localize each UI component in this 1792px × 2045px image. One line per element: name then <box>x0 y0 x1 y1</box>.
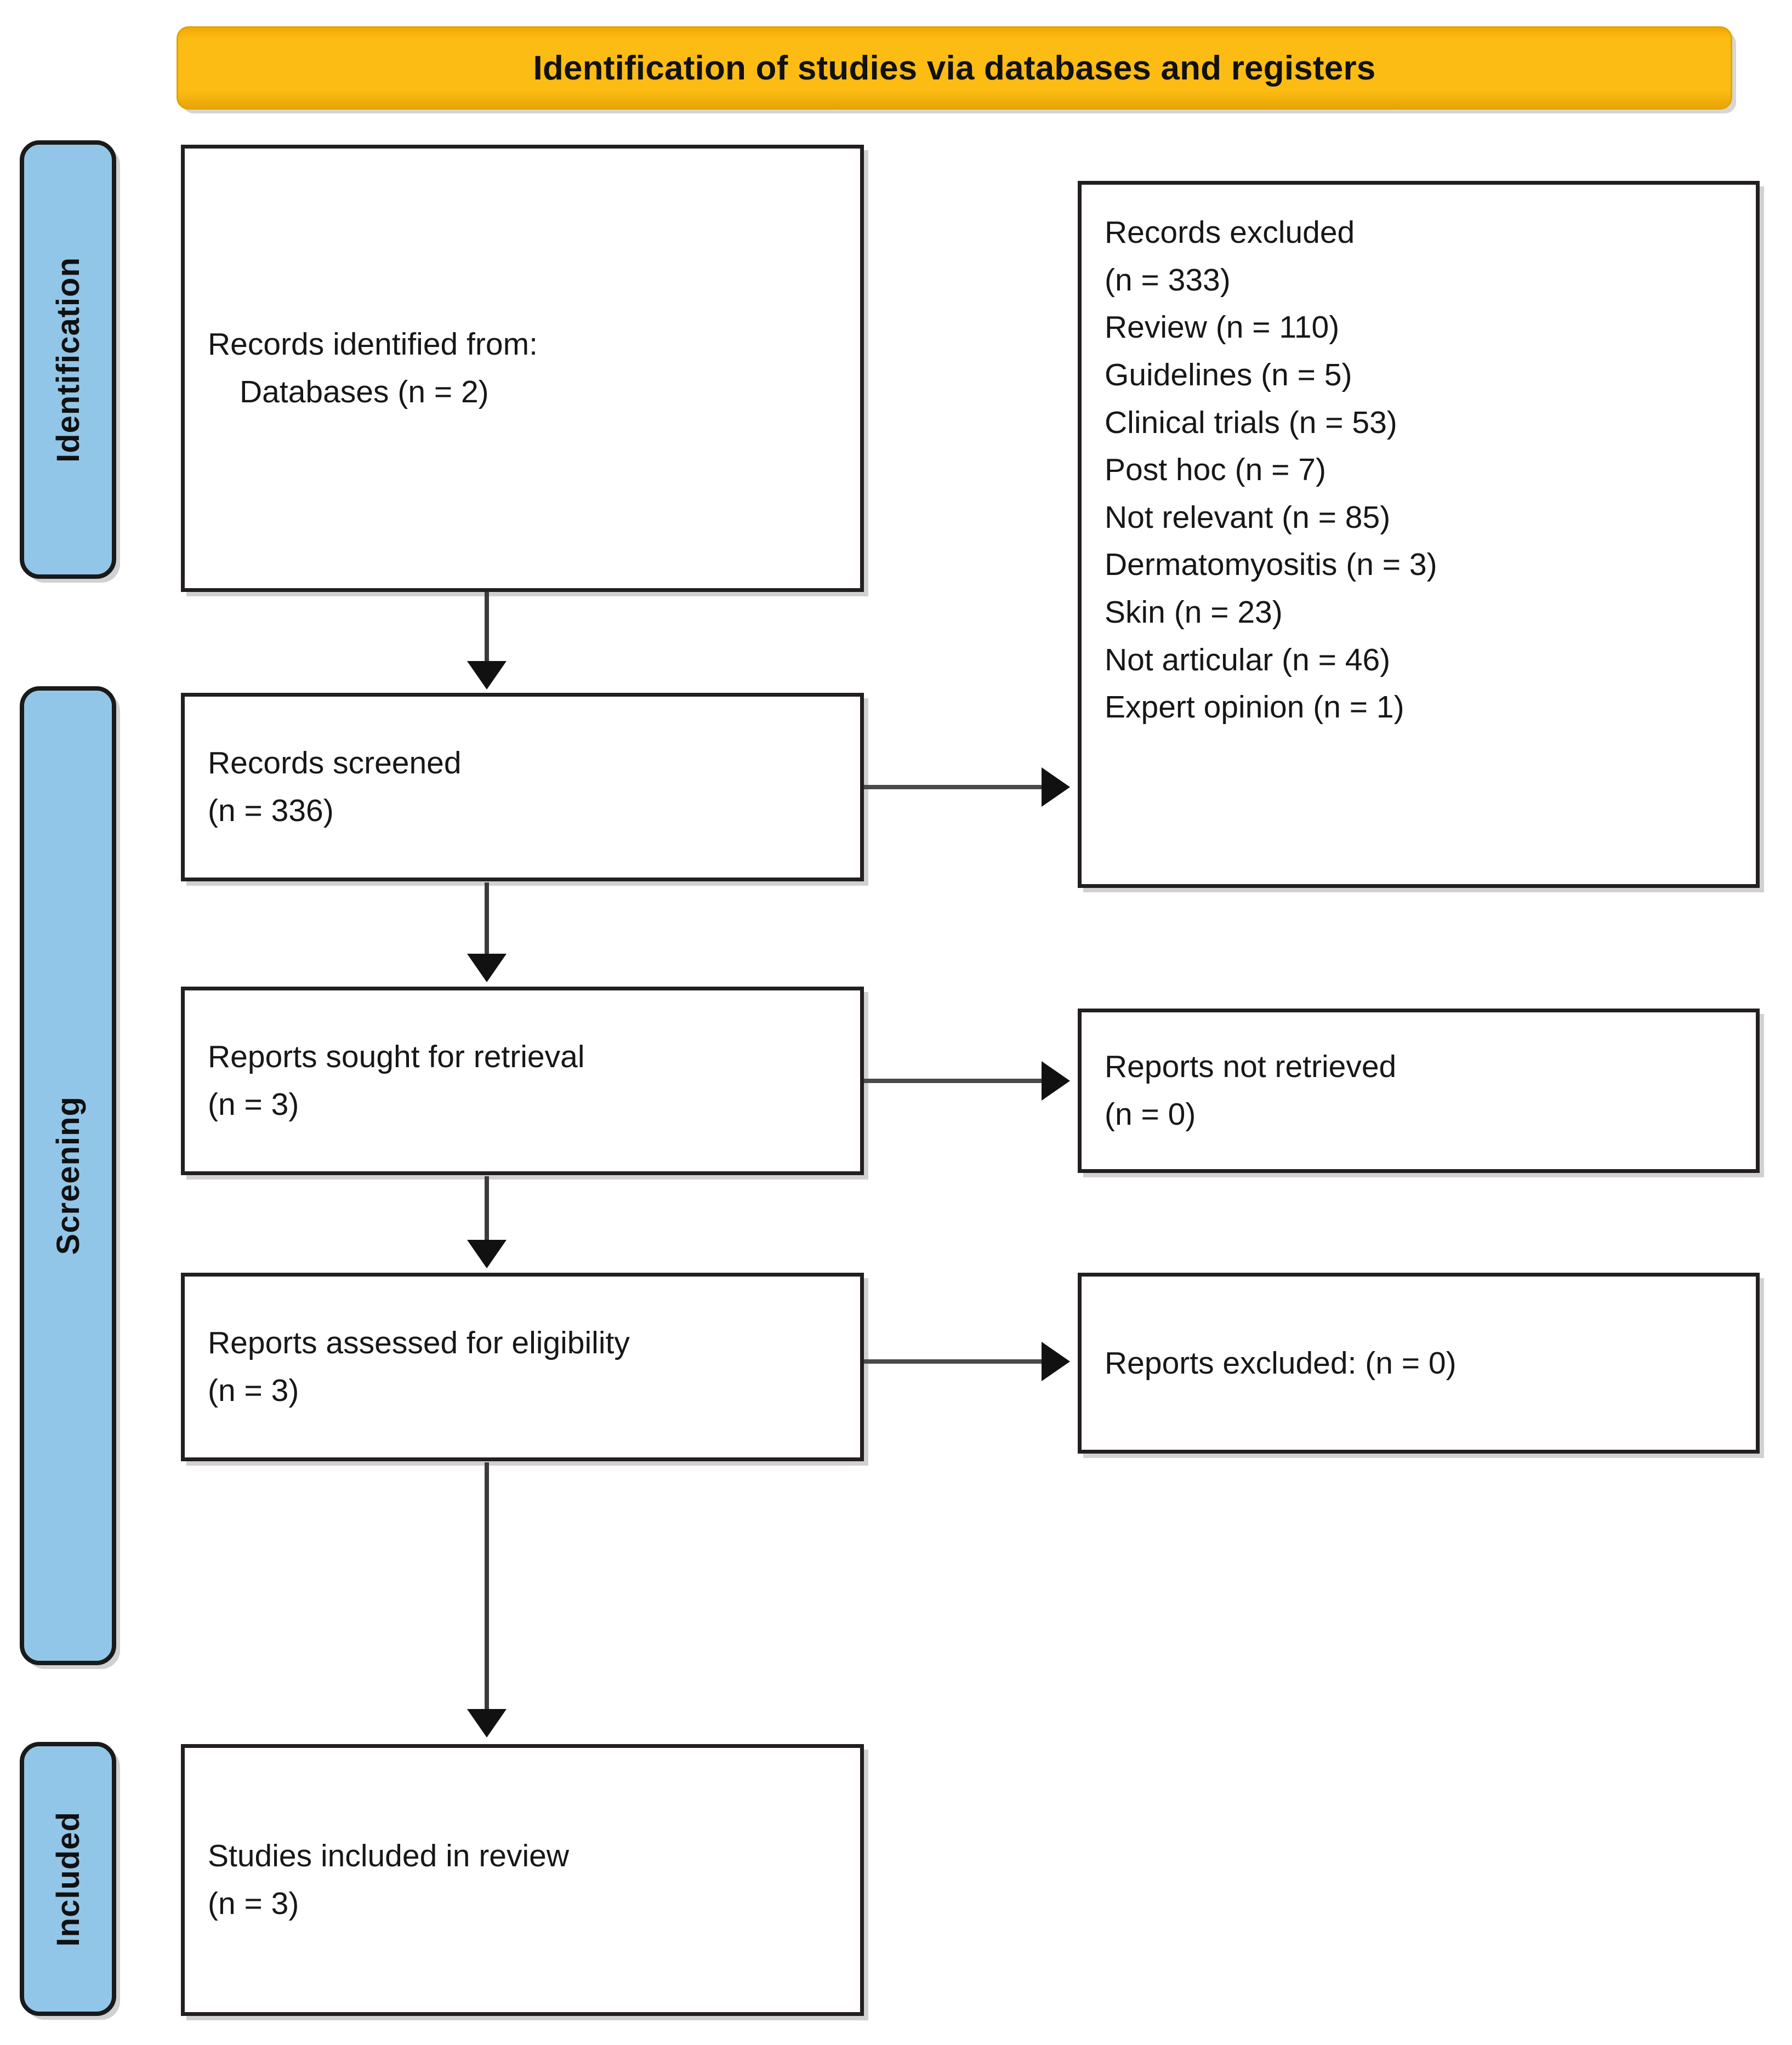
records-identified-line2: Databases (n = 2) <box>240 374 489 409</box>
reports-sought-line2: (n = 3) <box>208 1087 299 1122</box>
records-excluded-reason: Review (n = 110) <box>1105 310 1340 345</box>
stage-label-identification: Identification <box>50 257 86 463</box>
arrow-head-right-icon <box>1042 767 1070 807</box>
records-identified-line1: Records identified from: <box>208 327 538 362</box>
connector-screened-to-records-excluded <box>864 785 1045 789</box>
reports-not-retrieved-line1: Reports not retrieved <box>1105 1049 1397 1085</box>
reports-sought-line1: Reports sought for retrieval <box>208 1039 585 1075</box>
stage-bar-included: Included <box>20 1742 116 2016</box>
box-reports-sought-for-retrieval: Reports sought for retrieval (n = 3) <box>181 987 864 1175</box>
studies-included-line2: (n = 3) <box>208 1886 299 1921</box>
stage-bar-screening: Screening <box>20 686 116 1665</box>
reports-excluded-line1: Reports excluded: (n = 0) <box>1105 1345 1457 1381</box>
stage-label-screening: Screening <box>50 1096 86 1255</box>
studies-included-line1: Studies included in review <box>208 1838 570 1874</box>
reports-not-retrieved-line2: (n = 0) <box>1105 1097 1196 1132</box>
arrow-head-down-icon <box>467 1240 507 1268</box>
arrow-head-right-icon <box>1042 1061 1070 1101</box>
arrow-head-right-icon <box>1042 1342 1070 1381</box>
stage-bar-identification: Identification <box>20 140 116 579</box>
records-excluded-reason: Guidelines (n = 5) <box>1105 357 1352 392</box>
stage-label-included: Included <box>50 1811 86 1947</box>
connector-assessed-to-reports-excluded <box>864 1359 1045 1364</box>
records-excluded-reason: Clinical trials (n = 53) <box>1105 405 1397 440</box>
records-excluded-reason: Not articular (n = 46) <box>1105 642 1391 677</box>
box-records-identified: Records identified from: Databases (n = … <box>181 145 864 592</box>
box-records-screened: Records screened (n = 336) <box>181 693 864 881</box>
connector-screened-to-reports-sought <box>485 882 489 954</box>
box-studies-included-in-review: Studies included in review (n = 3) <box>181 1744 864 2016</box>
records-excluded-line1: Records excluded <box>1105 215 1355 250</box>
records-excluded-reason: Expert opinion (n = 1) <box>1105 690 1404 725</box>
reports-assessed-line1: Reports assessed for eligibility <box>208 1325 630 1361</box>
arrow-head-down-icon <box>467 954 507 982</box>
records-excluded-reason: Not relevant (n = 85) <box>1105 499 1391 535</box>
connector-assessed-to-studies-included <box>485 1462 489 1712</box>
diagram-title: Identification of studies via databases … <box>533 49 1376 87</box>
connector-identified-to-screened <box>485 592 489 663</box>
records-excluded-line2: (n = 333) <box>1105 262 1231 298</box>
records-screened-line2: (n = 336) <box>208 793 334 828</box>
box-reports-not-retrieved: Reports not retrieved (n = 0) <box>1078 1009 1760 1173</box>
arrow-head-down-icon <box>467 661 507 690</box>
records-excluded-reason: Dermatomyositis (n = 3) <box>1105 547 1437 583</box>
connector-sought-to-not-retrieved <box>864 1079 1045 1083</box>
records-excluded-reason: Post hoc (n = 7) <box>1105 452 1326 488</box>
reports-assessed-line2: (n = 3) <box>208 1373 299 1408</box>
box-reports-assessed-for-eligibility: Reports assessed for eligibility (n = 3) <box>181 1273 864 1461</box>
box-reports-excluded: Reports excluded: (n = 0) <box>1078 1273 1760 1454</box>
box-records-excluded: Records excluded (n = 333) Review (n = 1… <box>1078 181 1760 888</box>
records-screened-line1: Records screened <box>208 745 462 781</box>
records-excluded-reason: Skin (n = 23) <box>1105 595 1283 630</box>
connector-sought-to-assessed <box>485 1176 489 1246</box>
diagram-header-banner: Identification of studies via databases … <box>177 26 1732 110</box>
arrow-head-down-icon <box>467 1709 507 1738</box>
